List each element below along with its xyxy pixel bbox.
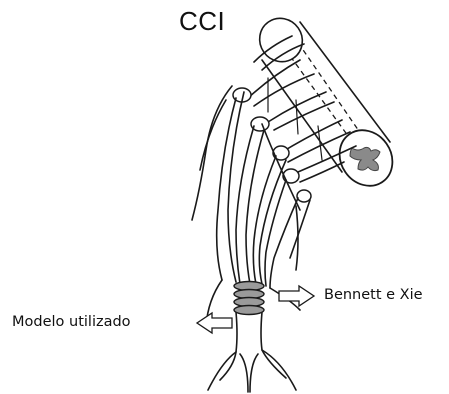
spinal-cord [251,10,403,196]
arrow-right-icon [279,286,314,306]
ligature-4 [234,306,264,315]
label-bennett-xie: Bennett e Xie [324,287,423,303]
figure-title: CCI [179,6,225,37]
arrow-left-icon [197,313,232,333]
label-modelo-utilizado: Modelo utilizado [12,314,131,330]
ganglion-5 [297,190,311,202]
ganglia [233,88,311,202]
ligatures [234,282,264,315]
nerve-fibers [192,86,310,288]
cord-end-top [251,10,311,70]
